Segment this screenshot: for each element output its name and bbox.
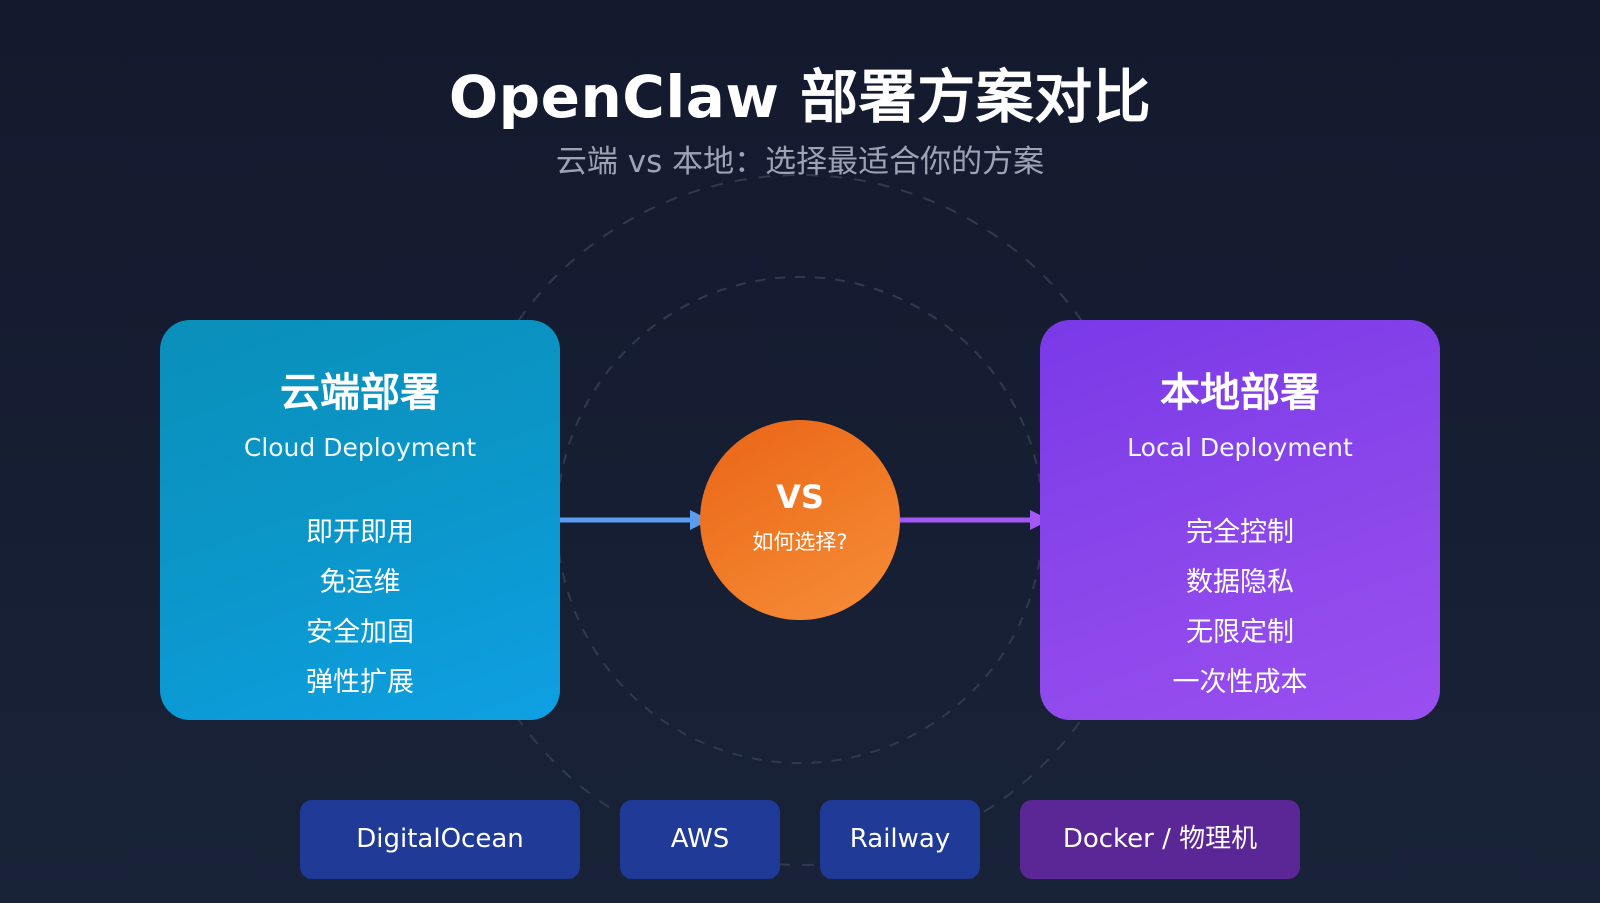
vs-circle: VS 如何选择? bbox=[700, 420, 900, 620]
page-subtitle: 云端 vs 本地：选择最适合你的方案 bbox=[555, 144, 1045, 180]
local-card-title: 本地部署 bbox=[1160, 370, 1320, 416]
platform-badge-docker: Docker / 物理机 bbox=[1020, 800, 1300, 879]
local-feature-item: 完全控制 bbox=[1186, 517, 1294, 548]
vs-label: VS bbox=[776, 478, 824, 516]
local-feature-list: 完全控制 数据隐私 无限定制 一次性成本 bbox=[1040, 508, 1440, 708]
cloud-feature-item: 即开即用 bbox=[306, 517, 414, 548]
local-deployment-card: 本地部署 Local Deployment 完全控制 数据隐私 无限定制 一次性… bbox=[1040, 320, 1440, 720]
cloud-card-title: 云端部署 bbox=[280, 370, 440, 416]
local-feature-item: 一次性成本 bbox=[1172, 667, 1308, 698]
cloud-feature-item: 安全加固 bbox=[306, 617, 414, 648]
cloud-feature-item: 免运维 bbox=[319, 567, 401, 598]
platform-badge-railway: Railway bbox=[820, 800, 980, 879]
vs-question: 如何选择? bbox=[752, 530, 848, 554]
platform-badge-digitalocean: DigitalOcean bbox=[300, 800, 580, 879]
cloud-feature-item: 弹性扩展 bbox=[306, 667, 414, 698]
cloud-feature-list: 即开即用 免运维 安全加固 弹性扩展 bbox=[160, 508, 560, 708]
local-feature-item: 无限定制 bbox=[1186, 617, 1294, 648]
cloud-deployment-card: 云端部署 Cloud Deployment 即开即用 免运维 安全加固 弹性扩展 bbox=[160, 320, 560, 720]
cloud-card-subtitle: Cloud Deployment bbox=[243, 433, 477, 462]
local-feature-item: 数据隐私 bbox=[1186, 567, 1294, 598]
page-title: OpenClaw 部署方案对比 bbox=[448, 63, 1152, 131]
platform-badge-aws: AWS bbox=[620, 800, 780, 879]
local-card-subtitle: Local Deployment bbox=[1127, 433, 1353, 462]
